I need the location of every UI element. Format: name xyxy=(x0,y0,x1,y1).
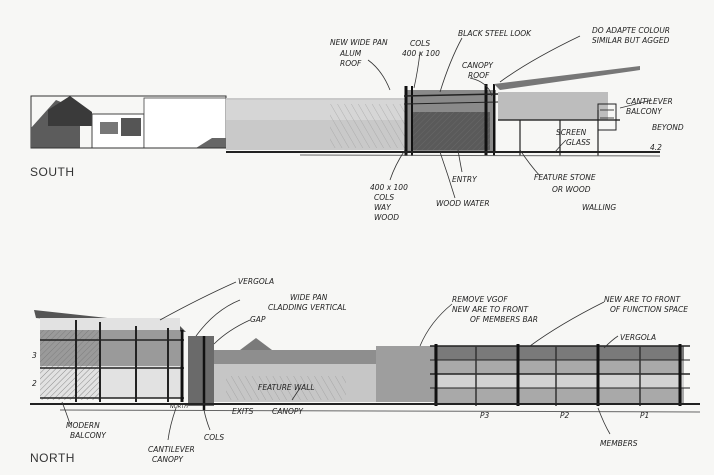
note-vergola-left: VERGOLA xyxy=(238,277,274,286)
note-gap: GAP xyxy=(250,315,266,324)
note-cols-3: WAY xyxy=(374,203,392,212)
note-cols-1: 400 x 100 xyxy=(370,183,408,192)
note-feature-1: FEATURE STONE xyxy=(534,173,596,182)
note-cols: COLS xyxy=(204,433,224,442)
note-posts-1: COLS xyxy=(410,39,430,48)
note-cantcanopy-1: CANTILEVER xyxy=(148,445,195,454)
south-elevation-title: SOUTH xyxy=(30,165,75,179)
bay-label: P2 xyxy=(560,411,570,420)
note-awning-1: DO ADAPTE COLOUR xyxy=(592,26,670,35)
note-vergola-right: VERGOLA xyxy=(620,333,656,342)
note-roof-1: NEW WIDE PAN xyxy=(330,38,388,47)
south-balcony xyxy=(597,103,617,131)
south-annotations: NEW WIDE PAN ALUM ROOF COLS 400 x 100 BL… xyxy=(330,26,684,222)
note-balcony-1: CANTILEVER xyxy=(626,97,673,106)
north-elevation: VERGOLA WIDE PAN CLADDING VERTICAL GAP R… xyxy=(30,277,701,464)
note-posts-2: 400 x 100 xyxy=(402,49,440,58)
note-glass-1: SCREEN xyxy=(556,128,587,137)
note-remove-2: NEW ARE TO FRONT xyxy=(452,305,530,314)
south-window xyxy=(100,122,118,134)
note-level: 4.2 xyxy=(650,143,662,152)
note-cols-2: COLS xyxy=(374,193,394,202)
note-exits: EXITS xyxy=(232,407,254,416)
note-balcony-2: BALCONY xyxy=(70,431,107,440)
north-elevation-title: NORTH xyxy=(30,451,75,465)
note-cols-4: WOOD xyxy=(374,213,399,222)
note-roof-2: ALUM xyxy=(339,49,362,58)
note-canopy-mid: CANOPY xyxy=(272,407,304,416)
note-cantcanopy-2: CANOPY xyxy=(152,455,184,464)
note-newarea-1: NEW ARE TO FRONT xyxy=(604,295,682,304)
note-roof-3: ROOF xyxy=(340,59,362,68)
note-cladding-2: CLADDING VERTICAL xyxy=(268,303,347,312)
note-wood-water: WOOD WATER xyxy=(436,199,490,208)
level-mark: 2 xyxy=(32,379,37,388)
note-canopy-2: ROOF xyxy=(468,71,490,80)
south-window xyxy=(121,118,141,136)
note-feature-wall: FEATURE WALL xyxy=(258,383,315,392)
note-glass-2: GLASS xyxy=(566,138,591,147)
note-newarea-2: OF FUNCTION SPACE xyxy=(610,305,688,314)
note-feature-3: WALLING xyxy=(582,203,616,212)
note-canopy-1: CANOPY xyxy=(462,61,494,70)
note-remove-3: OF MEMBERS BAR xyxy=(470,315,538,324)
bay-label: P3 xyxy=(480,411,490,420)
north-leader-lines xyxy=(61,281,619,441)
south-roof-mass xyxy=(48,96,92,126)
note-beyond: BEYOND xyxy=(652,123,684,132)
note-cladding-1: WIDE PAN xyxy=(290,293,328,302)
north-annotations: VERGOLA WIDE PAN CLADDING VERTICAL GAP R… xyxy=(32,277,688,464)
south-elevation: NEW WIDE PAN ALUM ROOF COLS 400 x 100 BL… xyxy=(30,26,684,222)
level-mark: 3 xyxy=(32,351,37,360)
south-upper-glass xyxy=(498,92,608,120)
note-entry: ENTRY xyxy=(452,175,478,184)
bay-label: P1 xyxy=(640,411,649,420)
note-balcony-1: MODERN xyxy=(66,421,100,430)
note-remove-1: REMOVE VGOF xyxy=(452,295,508,304)
south-cantilever-roof xyxy=(494,66,640,90)
note-balcony-2: BALCONY xyxy=(626,107,663,116)
south-ramp xyxy=(196,138,226,148)
south-leader-lines xyxy=(367,35,653,199)
note-awning-2: SIMILAR BUT AGGED xyxy=(592,36,670,45)
north-gap-tower xyxy=(188,336,214,406)
note-steel: BLACK STEEL LOOK xyxy=(458,29,532,38)
note-feature-2: OR WOOD xyxy=(552,185,591,194)
note-north-tag: NORTH xyxy=(170,404,188,410)
note-members: MEMBERS xyxy=(600,439,638,448)
